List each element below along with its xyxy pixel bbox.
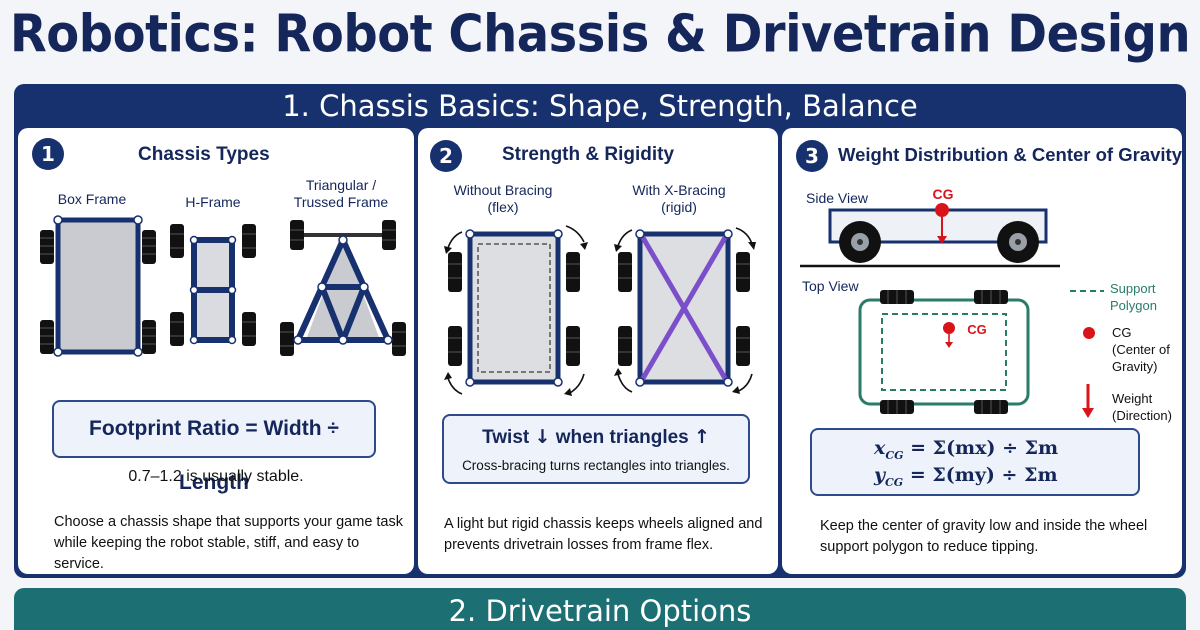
braced-frame-diagram — [614, 227, 756, 394]
legend-support-polygon: Support Polygon — [1110, 281, 1157, 313]
panel-center-of-gravity: 3 Weight Distribution & Center of Gravit… — [782, 128, 1182, 574]
h-frame-diagram — [170, 224, 256, 346]
label-box-frame: Box Frame — [57, 191, 127, 207]
legend-cg: CG (Center of Gravity) — [1112, 325, 1170, 374]
twist-summary-box: Twist ↓ when triangles ↑ Cross-bracing t… — [442, 414, 750, 484]
footprint-ratio-formula: Footprint Ratio = Width ÷ Length — [52, 400, 376, 494]
cg-y-formula: yCG = Σ(my) ÷ Σm — [874, 464, 1058, 489]
label-side-view: Side View — [806, 190, 869, 206]
up-arrow-icon: ↑ — [694, 426, 710, 448]
box-frame-diagram — [40, 215, 156, 357]
stability-note: 0.7–1.2 is usually stable. — [128, 468, 304, 485]
panel-title: Chassis Types — [138, 144, 270, 165]
down-arrow-icon: ↓ — [534, 426, 551, 448]
cg-legend-icon — [1083, 327, 1095, 339]
step-number-badge: 3 — [796, 140, 828, 172]
label-h-frame: H-Frame — [185, 194, 241, 210]
panel-description: Keep the center of gravity low and insid… — [820, 518, 1148, 555]
section-drivetrain-options: 2. Drivetrain Options — [14, 588, 1186, 630]
section-header: 2. Drivetrain Options — [448, 594, 752, 628]
label-with-bracing: With X-Bracing (rigid) — [632, 182, 726, 215]
section-chassis-basics: 1. Chassis Basics: Shape, Strength, Bala… — [14, 84, 1186, 578]
label-triangular-frame: Triangular / Trussed Frame — [293, 177, 389, 210]
unbraced-frame-diagram — [444, 225, 588, 396]
cg-x-formula: xCG = Σ(mx) ÷ Σm — [874, 437, 1059, 462]
label-cg-side: CG — [932, 186, 954, 202]
weight-arrow-icon — [1082, 384, 1094, 418]
step-number-badge: 1 — [32, 138, 64, 170]
panel-chassis-types: 1 Chassis Types Box Frame H-Frame Triang… — [18, 128, 414, 574]
legend-weight: Weight (Direction) — [1112, 391, 1172, 423]
label-cg-top: CG — [967, 322, 987, 337]
top-view-diagram — [858, 290, 1030, 414]
panel-title: Strength & Rigidity — [502, 144, 675, 165]
panel-description: A light but rigid chassis keeps wheels a… — [444, 516, 763, 553]
support-polygon-legend-icon — [1070, 290, 1104, 292]
side-view-diagram — [800, 203, 1060, 268]
triangular-frame-diagram — [280, 220, 406, 356]
section-header: 1. Chassis Basics: Shape, Strength, Bala… — [282, 89, 918, 123]
step-number-badge: 2 — [430, 140, 462, 172]
panel-strength-rigidity: 2 Strength & Rigidity Without Bracing (f… — [418, 128, 778, 574]
label-top-view: Top View — [802, 278, 859, 294]
label-without-bracing: Without Bracing (flex) — [453, 182, 553, 215]
panel-description: Choose a chassis shape that supports you… — [54, 514, 403, 572]
panel-title: Weight Distribution & Center of Gravity — [838, 144, 1182, 165]
page-title: Robotics: Robot Chassis & Drivetrain Des… — [9, 3, 1191, 65]
cg-formula-box: xCG = Σ(mx) ÷ Σm yCG = Σ(my) ÷ Σm — [810, 428, 1140, 496]
